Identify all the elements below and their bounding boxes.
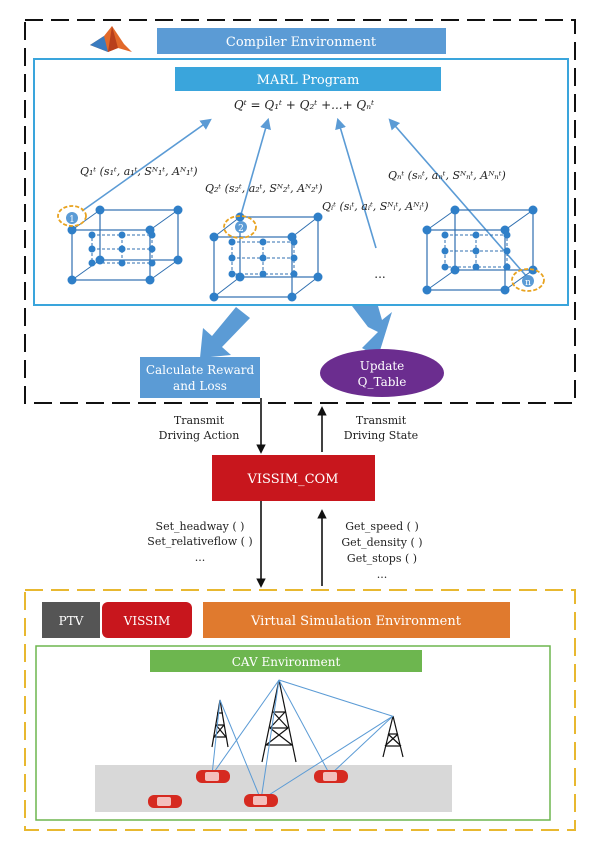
update-qtable-box — [320, 349, 444, 397]
reward-loss-box — [140, 357, 260, 398]
set-func-1: Set_headway ( ) — [156, 520, 245, 533]
arrow-agent-1 — [81, 118, 212, 212]
agents-ellipsis: ... — [374, 267, 385, 281]
car-icon — [196, 770, 230, 783]
vissim-com-label: VISSIM_COM — [247, 472, 339, 487]
transmit-state-line1: Transmit — [356, 414, 407, 427]
q-label-agent-i: Qᵢᵗ (sᵢᵗ, aᵢᵗ, Sᴺᵢᵗ, Aᴺᵢᵗ) — [322, 200, 429, 213]
marl-program-box — [175, 67, 441, 91]
agent-2-badge-label: 2 — [238, 224, 244, 234]
update-qtable-line1: Update — [360, 359, 405, 373]
reward-loss-line2: and Loss — [173, 379, 227, 393]
agent-2-badge — [235, 221, 247, 233]
q-total-equation: Qᵗ = Q₁ᵗ + Q₂ᵗ +...+ Qₙᵗ — [234, 98, 374, 112]
arrow-agent-2 — [239, 117, 271, 219]
ptv-box — [42, 602, 100, 638]
transmit-action-line1: Transmit — [174, 414, 225, 427]
compiler-env-title-box — [157, 28, 446, 54]
agent-1-highlight — [57, 205, 87, 227]
vissim-box — [102, 602, 192, 638]
agent-2-highlight — [223, 215, 257, 239]
q-label-agent-1: Q₁ᵗ (s₁ᵗ, a₁ᵗ, Sᴺ₁ᵗ, Aᴺ₁ᵗ) — [80, 165, 198, 178]
vissim-label: VISSIM — [123, 614, 171, 628]
agent-cube-n-nodes — [422, 205, 538, 295]
compiler-env-title: Compiler Environment — [226, 35, 377, 50]
virtual-env-title: Virtual Simulation Environment — [250, 614, 462, 629]
virtual-env-frame — [24, 589, 576, 831]
set-func-2: Set_relativeflow ( ) — [147, 535, 252, 548]
agent-cube-2-nodes — [209, 212, 323, 302]
transmit-state-line2: Driving State — [344, 429, 418, 442]
agent-1-badge-label: 1 — [69, 215, 75, 225]
matlab-logo-icon — [90, 26, 132, 52]
agent-n-badge-label: n — [525, 278, 531, 288]
arrow-agent-i — [335, 117, 377, 249]
cav-env-frame — [35, 645, 551, 821]
thick-arrow-up-icon — [352, 306, 392, 357]
get-func-ellipsis: ... — [377, 568, 388, 581]
car-icon — [314, 770, 348, 783]
cav-env-title-box — [150, 650, 422, 672]
virtual-env-title-box — [203, 602, 510, 638]
marl-frame — [33, 58, 569, 306]
update-qtable-line2: Q_Table — [358, 375, 407, 389]
agent-1-badge — [66, 212, 78, 224]
reward-loss-line1: Calculate Reward — [146, 363, 255, 377]
car-icon — [148, 795, 182, 808]
cav-env-title: CAV Environment — [232, 655, 341, 669]
q-label-agent-n: Qₙᵗ (sₙᵗ, aₙᵗ, Sᴺₙᵗ, Aᴺₙᵗ) — [388, 169, 506, 182]
agent-n-highlight — [511, 268, 545, 292]
transmit-action-line2: Driving Action — [159, 429, 240, 442]
get-func-2: Get_density ( ) — [341, 536, 422, 549]
ptv-label: PTV — [59, 614, 84, 628]
agent-n-badge — [522, 275, 534, 287]
compiler-env-frame — [24, 19, 576, 404]
signal-links — [211, 679, 394, 801]
set-func-ellipsis: ... — [195, 551, 206, 564]
marl-program-title: MARL Program — [257, 73, 360, 88]
thick-arrow-down-icon — [200, 307, 250, 358]
car-icon — [244, 794, 278, 807]
q-label-agent-2: Q₂ᵗ (s₂ᵗ, a₂ᵗ, Sᴺ₂ᵗ, Aᴺ₂ᵗ) — [205, 182, 323, 195]
vissim-com-box — [212, 455, 375, 501]
get-func-1: Get_speed ( ) — [345, 520, 419, 533]
get-func-3: Get_stops ( ) — [347, 552, 417, 565]
agent-cube-1-nodes — [67, 205, 183, 285]
agent-cube-1 — [71, 209, 179, 281]
